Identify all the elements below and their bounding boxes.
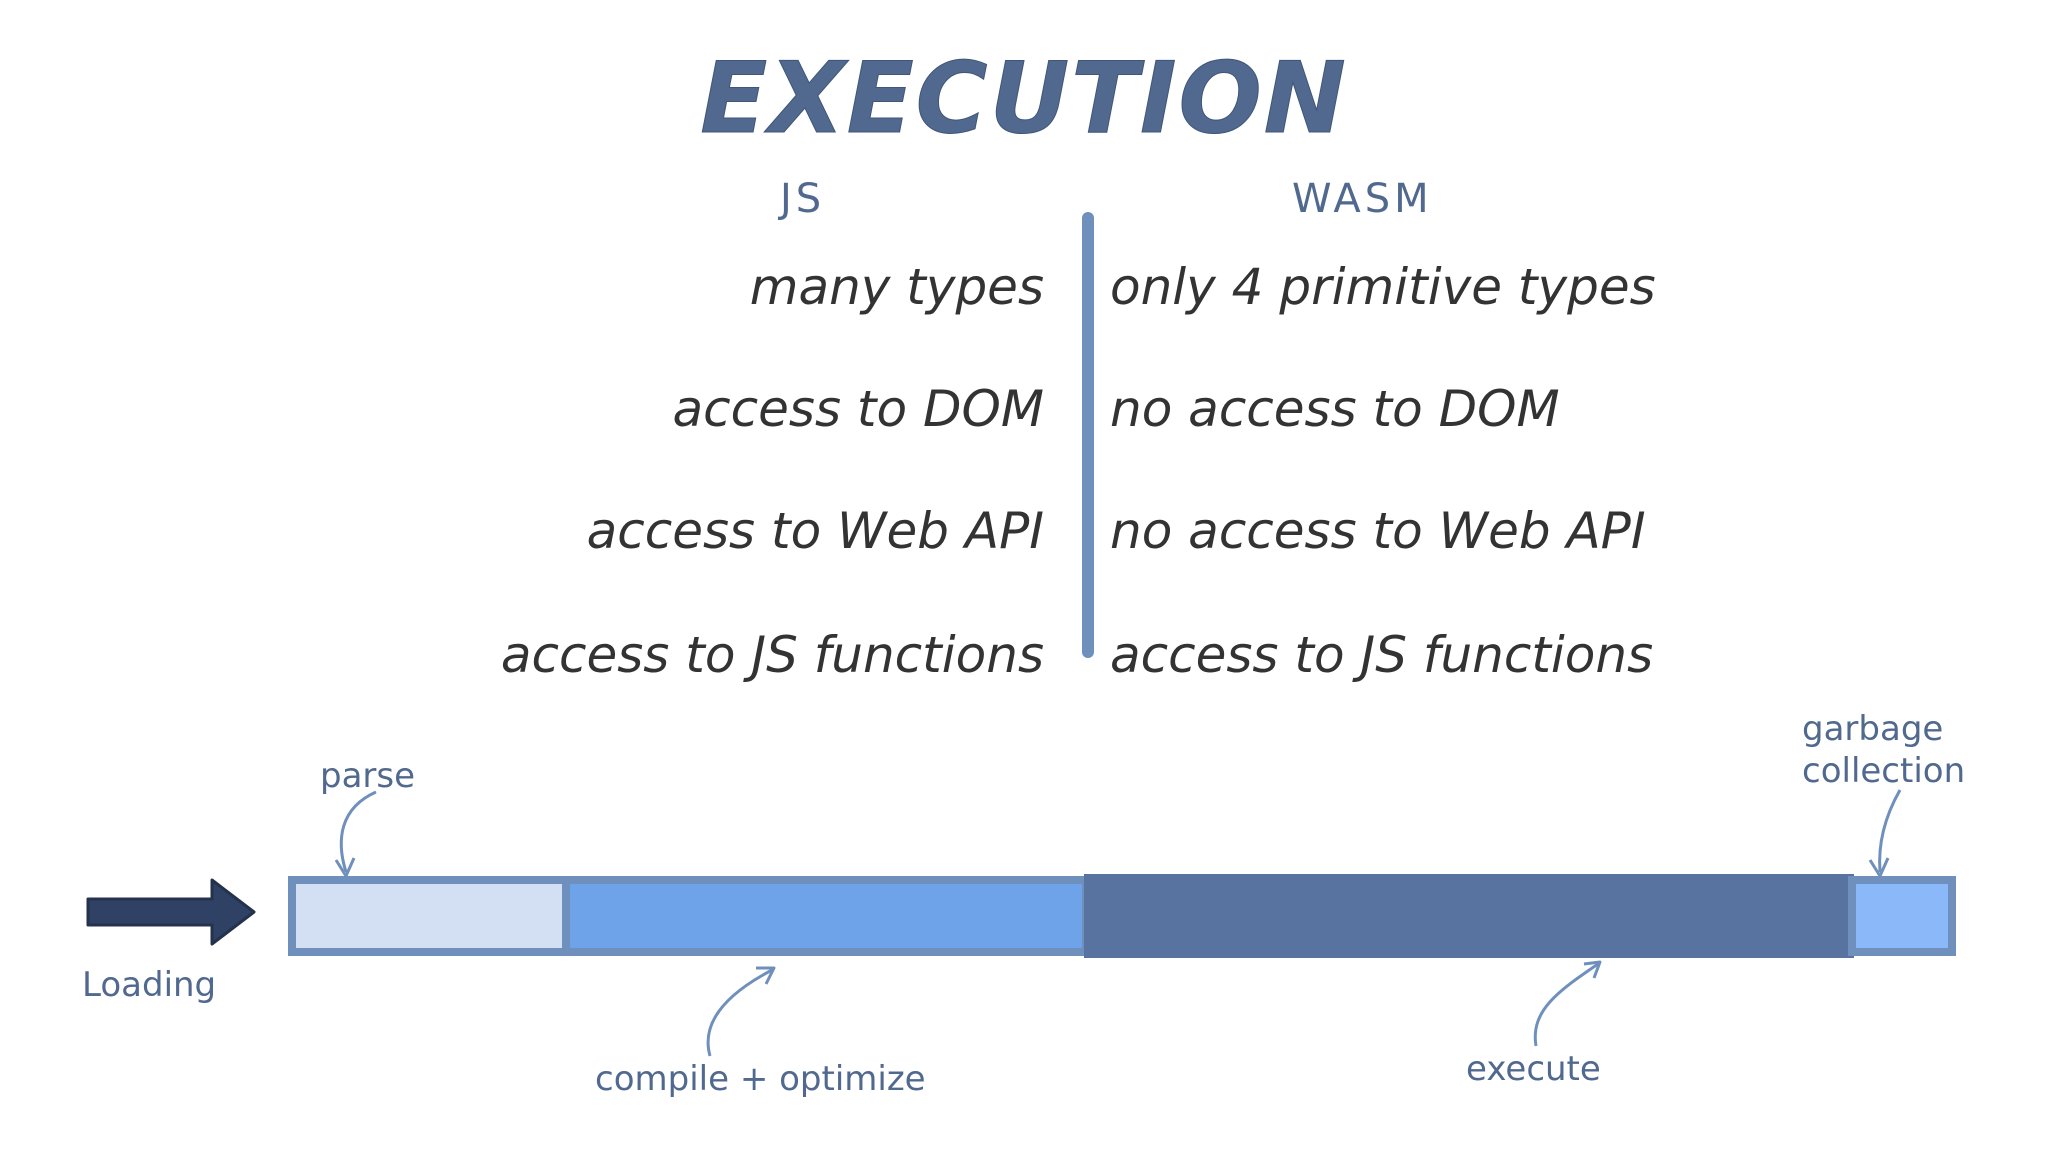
wasm-row-dom: no access to DOM (1110, 380, 1560, 438)
wasm-row-types: only 4 primitive types (1110, 258, 1656, 316)
js-row-dom: access to DOM (672, 380, 1044, 438)
loading-label: Loading (82, 965, 216, 1005)
slide-title: EXECUTION (700, 42, 1348, 157)
js-row-types: many types (749, 258, 1044, 316)
execute-segment (1084, 874, 1854, 958)
loading-arrow-icon (86, 878, 256, 946)
column-divider (1082, 212, 1094, 658)
js-row-jsfunctions: access to JS functions (500, 626, 1044, 684)
parse-label: parse (320, 756, 415, 796)
execute-pointer-arrow-icon (1533, 962, 1599, 1047)
gc-pointer-arrow-icon (1878, 789, 1902, 873)
gc-label-line2: collection (1802, 751, 1965, 791)
gc-label-line1: garbage (1802, 709, 1943, 749)
wasm-row-jsfunctions: access to JS functions (1110, 626, 1654, 684)
parse-pointer-arrow-icon (339, 790, 377, 873)
execute-label: execute (1466, 1049, 1601, 1089)
compile-label: compile + optimize (595, 1059, 926, 1099)
wasm-row-webapi: no access to Web API (1110, 502, 1646, 560)
wasm-column-header: WASM (1292, 176, 1433, 222)
compile-pointer-arrow-icon (706, 968, 773, 1057)
parse-segment (288, 876, 570, 956)
gc-segment (1848, 876, 1956, 956)
js-column-header: JS (780, 176, 826, 222)
compile-segment (562, 876, 1090, 956)
js-row-webapi: access to Web API (586, 502, 1044, 560)
